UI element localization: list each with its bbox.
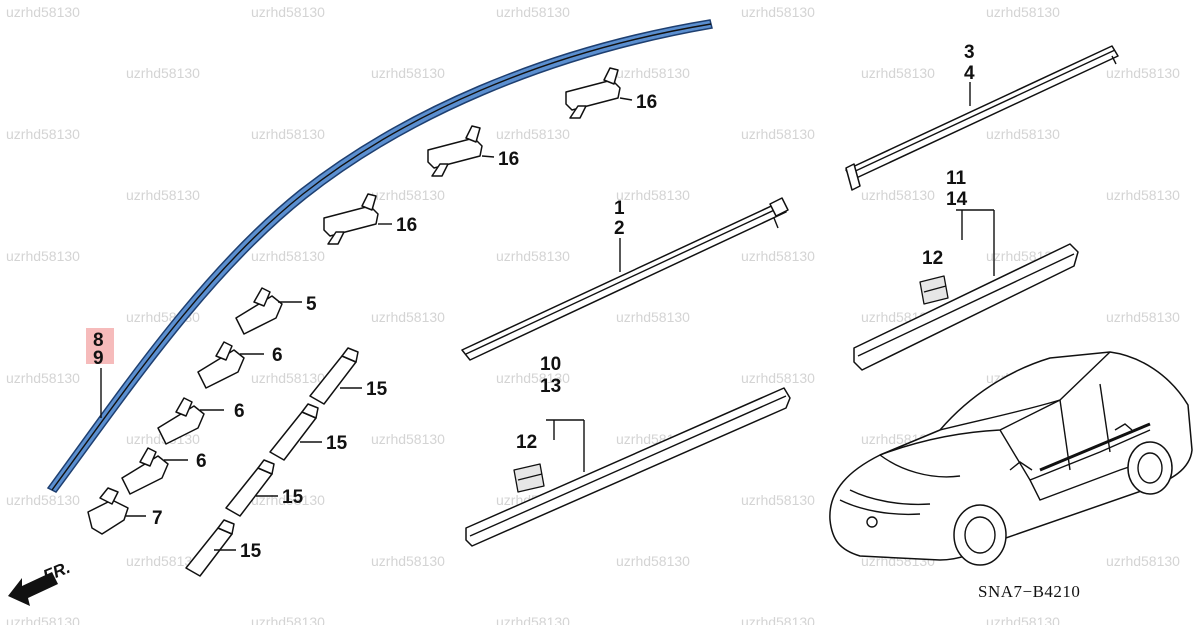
label-10: 10 xyxy=(540,354,561,375)
label-12-front: 12 xyxy=(516,432,537,453)
label-14: 14 xyxy=(946,189,968,210)
watermark-text: uzrhd58130 xyxy=(741,492,815,508)
label-2: 2 xyxy=(614,218,625,239)
side-molding-10-13[interactable] xyxy=(465,387,791,547)
clip-7[interactable] xyxy=(87,487,146,535)
watermark-text: uzrhd58130 xyxy=(986,126,1060,142)
watermark-text: uzrhd58130 xyxy=(986,4,1060,20)
label-6-a: 6 xyxy=(272,345,283,366)
molding-clip-12-front[interactable] xyxy=(513,463,545,493)
watermark-text: uzrhd58130 xyxy=(6,248,80,264)
watermark-text: uzrhd58130 xyxy=(126,553,200,569)
roof-molding[interactable] xyxy=(46,19,713,493)
watermark-text: uzrhd58130 xyxy=(496,248,570,264)
car-illustration xyxy=(829,351,1193,566)
watermark-text: uzrhd58130 xyxy=(251,4,325,20)
clip-5[interactable] xyxy=(235,287,302,335)
watermark-text: uzrhd58130 xyxy=(616,65,690,81)
label-13: 13 xyxy=(540,376,561,397)
watermark-text: uzrhd58130 xyxy=(251,370,325,386)
door-molding-1-2[interactable] xyxy=(461,197,789,361)
watermark-text: uzrhd58130 xyxy=(371,187,445,203)
watermark-text: uzrhd58130 xyxy=(126,187,200,203)
label-1: 1 xyxy=(614,198,625,219)
watermark-text: uzrhd58130 xyxy=(371,431,445,447)
watermark-text: uzrhd58130 xyxy=(126,65,200,81)
label-3: 3 xyxy=(964,42,975,63)
watermark-text: uzrhd58130 xyxy=(616,309,690,325)
label-15-d: 15 xyxy=(240,541,262,562)
clip-16-top[interactable] xyxy=(565,67,633,119)
watermark-text: uzrhd58130 xyxy=(251,248,325,264)
label-7: 7 xyxy=(152,508,163,529)
clip-6-c[interactable] xyxy=(121,447,188,495)
watermark-text: uzrhd58130 xyxy=(371,309,445,325)
watermark-text: uzrhd58130 xyxy=(6,126,80,142)
label-5: 5 xyxy=(306,294,317,315)
clip-16-middle[interactable] xyxy=(427,125,495,177)
label-4: 4 xyxy=(964,63,975,84)
watermark-text: uzrhd58130 xyxy=(1106,309,1180,325)
clip-15-b[interactable] xyxy=(269,403,322,461)
clip-15-a[interactable] xyxy=(309,347,362,405)
watermark-text: uzrhd58130 xyxy=(496,4,570,20)
label-11: 11 xyxy=(946,168,967,189)
label-8: 8 xyxy=(93,330,104,351)
watermark-text: uzrhd58130 xyxy=(371,65,445,81)
diagram-code: SNA7−B4210 xyxy=(978,582,1080,601)
watermark-text: uzrhd58130 xyxy=(6,614,80,625)
watermark-text: uzrhd58130 xyxy=(741,4,815,20)
label-6-b: 6 xyxy=(234,401,245,422)
label-9: 9 xyxy=(93,348,104,369)
clip-6-a[interactable] xyxy=(197,341,264,389)
clip-6-b[interactable] xyxy=(157,397,224,445)
watermark-text: uzrhd58130 xyxy=(371,553,445,569)
watermark-text: uzrhd58130 xyxy=(1106,65,1180,81)
molding-clip-12-rear[interactable] xyxy=(919,275,949,305)
watermark-text: uzrhd58130 xyxy=(6,492,80,508)
watermark-text: uzrhd58130 xyxy=(496,370,570,386)
side-molding-11-14[interactable] xyxy=(853,209,1079,371)
watermark-text: uzrhd58130 xyxy=(616,187,690,203)
label-highlight xyxy=(86,328,114,364)
label-6-c: 6 xyxy=(196,451,207,472)
watermark-text: uzrhd58130 xyxy=(1106,187,1180,203)
label-16-c: 16 xyxy=(396,215,417,236)
watermark-text: uzrhd58130 xyxy=(1106,553,1180,569)
label-15-a: 15 xyxy=(366,379,388,400)
label-16-b: 16 xyxy=(498,149,519,170)
watermark-text: uzrhd58130 xyxy=(251,126,325,142)
door-molding-3-4[interactable] xyxy=(845,45,1119,191)
watermark-text: uzrhd58130 xyxy=(741,248,815,264)
label-16-a: 16 xyxy=(636,92,657,113)
clip-15-c[interactable] xyxy=(225,459,278,517)
watermark-text: uzrhd58130 xyxy=(861,65,935,81)
watermark-text: uzrhd58130 xyxy=(986,614,1060,625)
watermark-text: uzrhd58130 xyxy=(741,370,815,386)
label-12-rear: 12 xyxy=(922,248,943,269)
watermark-text: uzrhd58130 xyxy=(251,614,325,625)
front-direction-arrow xyxy=(8,572,58,606)
watermark-text: uzrhd58130 xyxy=(741,126,815,142)
watermark-text: uzrhd58130 xyxy=(496,126,570,142)
watermark-text: uzrhd58130 xyxy=(6,370,80,386)
front-label: FR. xyxy=(40,558,73,586)
label-15-b: 15 xyxy=(326,433,348,454)
watermark-text: uzrhd58130 xyxy=(861,187,935,203)
label-15-c: 15 xyxy=(282,487,304,508)
clip-15-d[interactable] xyxy=(185,519,236,577)
watermark-text: uzrhd58130 xyxy=(6,4,80,20)
watermark-text: uzrhd58130 xyxy=(496,614,570,625)
watermark-text: uzrhd58130 xyxy=(616,553,690,569)
watermark-text: uzrhd58130 xyxy=(741,614,815,625)
clip-16-lower[interactable] xyxy=(323,193,392,245)
